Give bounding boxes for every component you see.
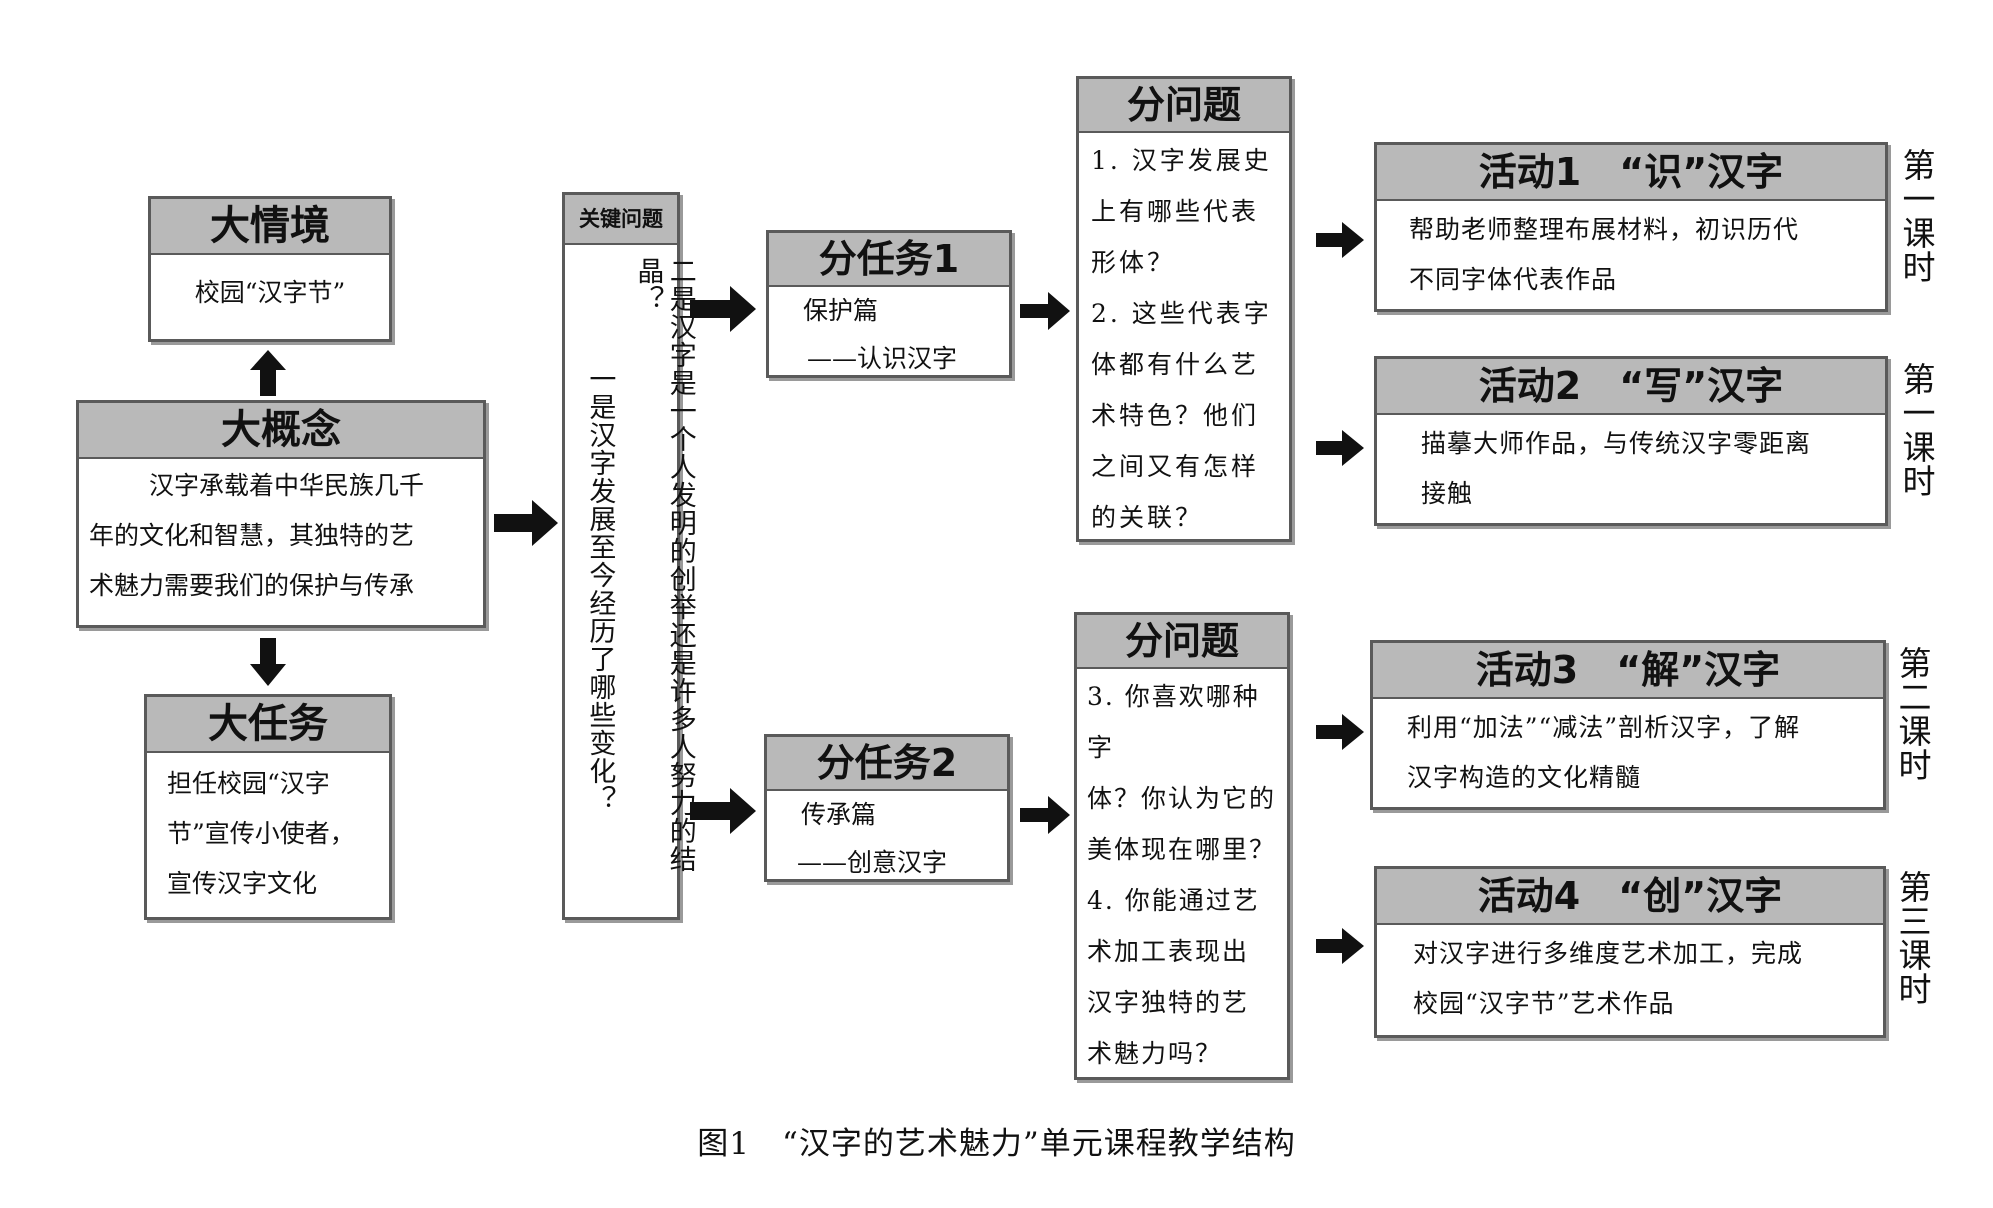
big-concept-title: 大概念: [79, 403, 483, 459]
activity1-lesson: 第一课时: [1897, 148, 1936, 284]
subtask2-box: 分任务2 传承篇 ——创意汉字: [764, 734, 1010, 882]
activity1-title: 活动1 “识”汉字: [1377, 145, 1885, 201]
arrow-right-icon: [1316, 222, 1364, 258]
big-task-line: 节”宣传小使者，: [167, 819, 355, 848]
big-task-line: 担任校园“汉字: [167, 769, 330, 798]
arrow-right-icon: [1020, 796, 1070, 834]
activity1-line: 帮助老师整理布展材料，初识历代: [1409, 215, 1800, 244]
subquestion2-line: 3. 你喜欢哪种字: [1087, 682, 1260, 762]
subtask1-box: 分任务1 保护篇 ——认识汉字: [766, 230, 1012, 378]
arrow-down-icon: [250, 638, 286, 686]
subtask1-line: 保护篇: [803, 296, 879, 325]
subtask1-title: 分任务1: [769, 233, 1009, 287]
activity3-line: 利用“加法”“减法”剖析汉字，了解: [1407, 713, 1801, 742]
subtask1-line: ——认识汉字: [807, 344, 958, 373]
arrow-right-icon: [690, 788, 756, 834]
activity1-line: 不同字体代表作品: [1409, 265, 1618, 294]
subquestion2-line: 术加工表现出: [1087, 937, 1250, 966]
subtask2-line: ——创意汉字: [797, 848, 948, 877]
arrow-right-icon: [1316, 928, 1364, 964]
activity3-lesson: 第二课时: [1893, 646, 1932, 782]
big-concept-box: 大概念 汉字承载着中华民族几千 年的文化和智慧，其独特的艺 术魅力需要我们的保护…: [76, 400, 486, 628]
figure-caption: 图1 “汉字的艺术魅力”单元课程教学结构: [697, 1126, 1296, 1162]
key-question-title: 关键问题: [565, 195, 677, 245]
arrow-right-icon: [690, 286, 756, 332]
subquestion1-line: 术特色？他们: [1091, 401, 1260, 430]
activity3-box: 活动3 “解”汉字 利用“加法”“减法”剖析汉字，了解 汉字构造的文化精髓: [1370, 640, 1886, 810]
key-question-box: 关键问题 二是汉字是一个人发明的创举还是许多人努力的结晶？ 一是汉字发展至今经历…: [562, 192, 696, 920]
subquestion1-box: 分问题 1. 汉字发展史 上有哪些代表 形体？ 2. 这些代表字 体都有什么艺 …: [1076, 76, 1292, 542]
arrow-up-icon: [250, 350, 286, 396]
activity4-line: 校园“汉字节”艺术作品: [1413, 989, 1675, 1018]
activity3-title: 活动3 “解”汉字: [1373, 643, 1883, 699]
activity3-line: 汉字构造的文化精髓: [1407, 763, 1642, 792]
arrow-right-icon: [1020, 292, 1070, 330]
big-context-title: 大情境: [151, 199, 389, 255]
activity4-line: 对汉字进行多维度艺术加工，完成: [1413, 939, 1804, 968]
big-task-box: 大任务 担任校园“汉字 节”宣传小使者， 宣传汉字文化: [144, 694, 392, 920]
subquestion2-title: 分问题: [1077, 615, 1287, 669]
big-context-box: 大情境 校园“汉字节”: [148, 196, 392, 342]
subquestion2-line: 美体现在哪里？: [1087, 835, 1277, 864]
activity2-line: 接触: [1421, 479, 1474, 508]
subquestion2-line: 术魅力吗？: [1087, 1039, 1223, 1068]
arrow-right-icon: [494, 500, 558, 546]
big-task-title: 大任务: [147, 697, 389, 753]
subtask2-title: 分任务2: [767, 737, 1007, 791]
subquestion1-line: 上有哪些代表: [1091, 197, 1260, 226]
arrow-right-icon: [1316, 714, 1364, 750]
subquestion1-title: 分问题: [1079, 79, 1289, 133]
subquestion1-line: 体都有什么艺: [1091, 350, 1260, 379]
activity2-title: 活动2 “写”汉字: [1377, 359, 1885, 415]
subquestion2-line: 体？你认为它的: [1087, 784, 1277, 813]
subquestion1-line: 2. 这些代表字: [1091, 299, 1272, 328]
arrow-right-icon: [1316, 430, 1364, 466]
big-task-line: 宣传汉字文化: [167, 869, 318, 898]
activity2-lesson: 第一课时: [1897, 362, 1936, 498]
subquestion1-line: 的关联？: [1091, 503, 1204, 532]
big-context-text: 校园“汉字节”: [194, 278, 346, 307]
activity2-box: 活动2 “写”汉字 描摹大师作品，与传统汉字零距离 接触: [1374, 356, 1888, 526]
activity4-lesson: 第三课时: [1893, 870, 1932, 1006]
activity1-box: 活动1 “识”汉字 帮助老师整理布展材料，初识历代 不同字体代表作品: [1374, 142, 1888, 312]
key-question-2: 二是汉字是一个人发明的创举还是许多人努力的结晶？: [632, 257, 696, 873]
key-question-1: 一是汉字发展至今经历了哪些变化？: [584, 365, 616, 813]
big-concept-line: 年的文化和智慧，其独特的艺: [89, 521, 415, 550]
subtask2-line: 传承篇: [801, 800, 877, 829]
activity4-box: 活动4 “创”汉字 对汉字进行多维度艺术加工，完成 校园“汉字节”艺术作品: [1374, 866, 1886, 1038]
subquestion1-line: 形体？: [1091, 248, 1176, 277]
activity4-title: 活动4 “创”汉字: [1377, 869, 1883, 925]
subquestion1-line: 之间又有怎样: [1091, 452, 1260, 481]
subquestion1-line: 1. 汉字发展史: [1091, 146, 1272, 175]
subquestion2-box: 分问题 3. 你喜欢哪种字 体？你认为它的 美体现在哪里？ 4. 你能通过艺 术…: [1074, 612, 1290, 1080]
activity2-line: 描摹大师作品，与传统汉字零距离: [1421, 429, 1812, 458]
big-concept-line: 术魅力需要我们的保护与传承: [89, 571, 415, 600]
subquestion2-line: 汉字独特的艺: [1087, 988, 1250, 1017]
subquestion2-line: 4. 你能通过艺: [1087, 886, 1260, 915]
big-concept-line: 汉字承载着中华民族几千: [149, 471, 425, 500]
